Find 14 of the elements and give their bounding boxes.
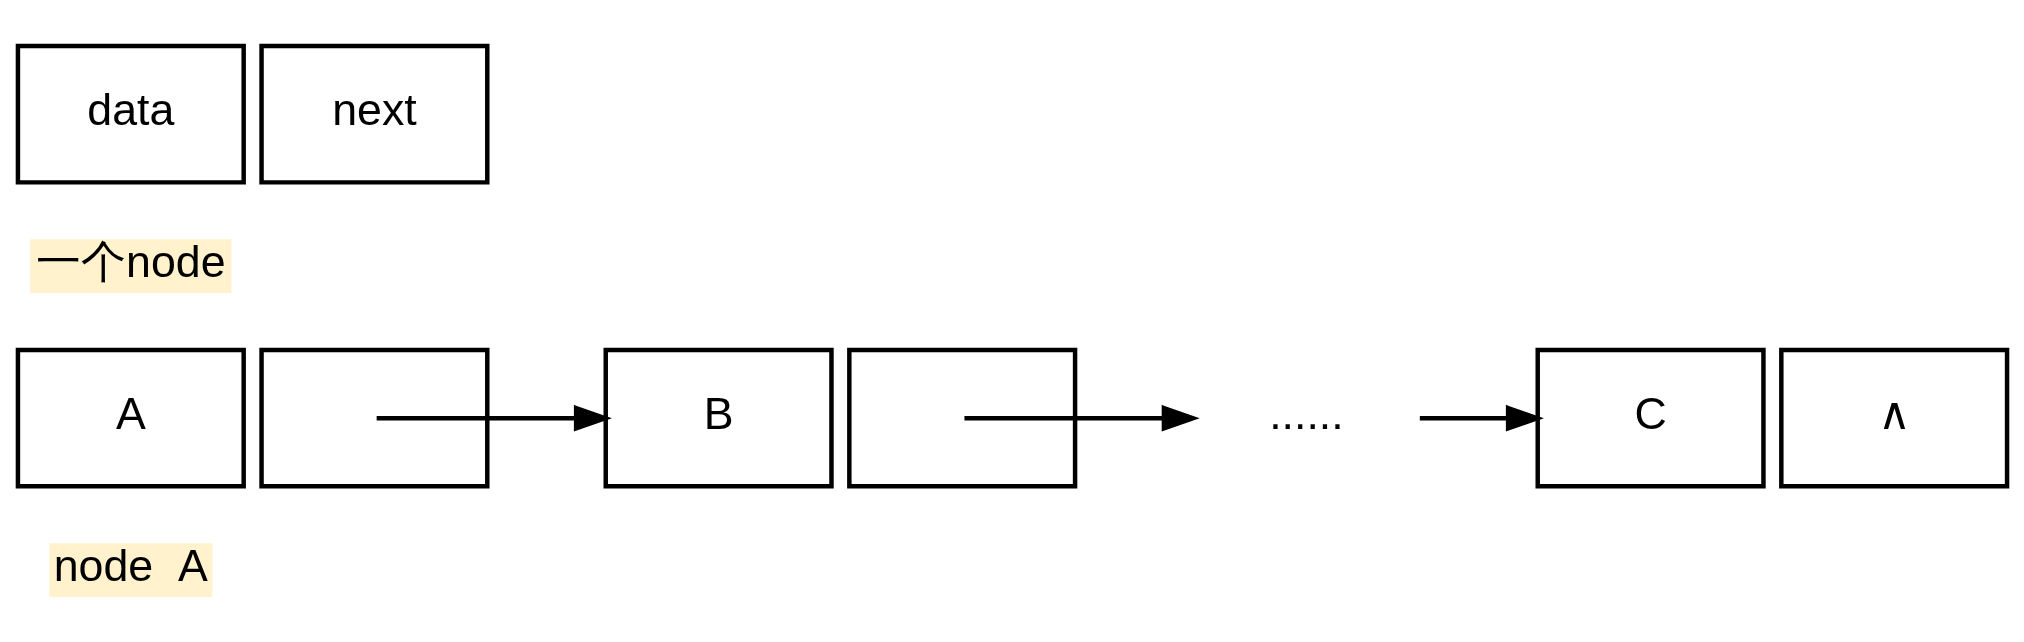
arrow (963, 404, 1200, 431)
arrow (1419, 404, 1544, 431)
node-box (846, 347, 1077, 489)
node-box: ∧ (1778, 347, 2009, 489)
label: node A (53, 540, 208, 590)
node-box (258, 347, 489, 489)
arrow (376, 404, 612, 431)
node-box: next (258, 43, 489, 185)
node-text: ...... (1268, 388, 1344, 438)
label: 一个node (35, 236, 226, 286)
node-box: C (1535, 347, 1766, 489)
node-box: data (15, 43, 246, 185)
node-box: A (15, 347, 246, 489)
node-box: B (603, 347, 834, 489)
